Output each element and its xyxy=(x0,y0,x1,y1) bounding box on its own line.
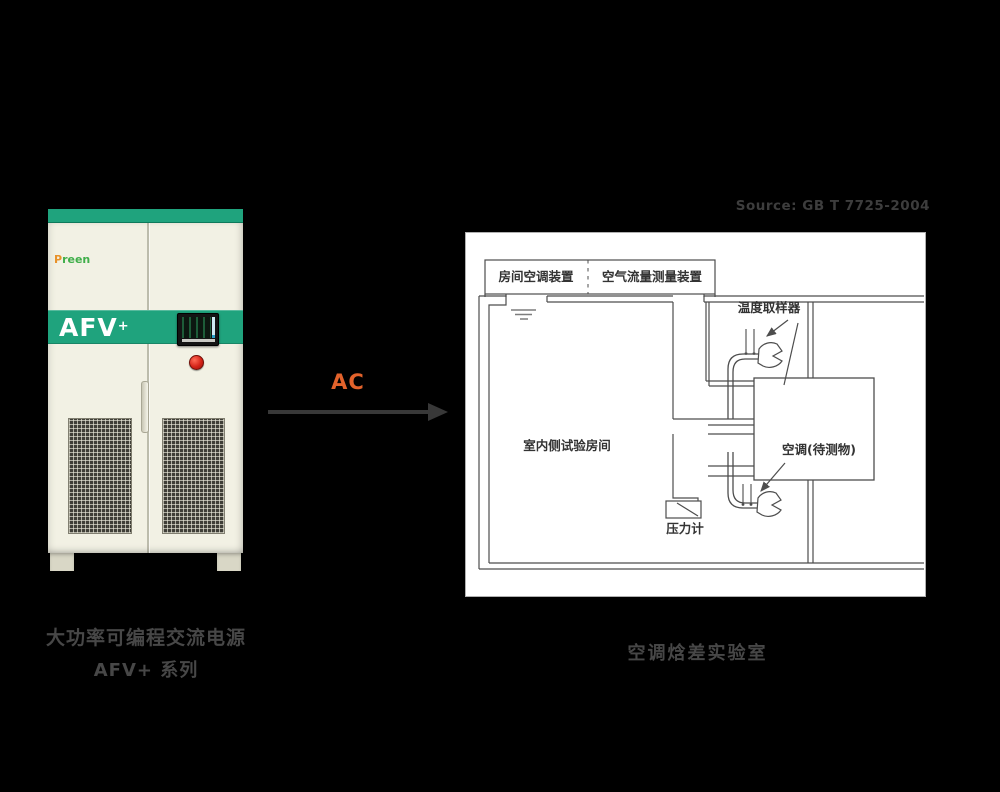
hmi-display-screen xyxy=(177,313,219,346)
screen-scrollbar xyxy=(212,317,215,338)
ac-unit-box xyxy=(753,377,875,481)
vent-grille-left xyxy=(68,418,132,534)
source-note: Source: GB T 7725-2004 xyxy=(735,198,930,214)
sampler-tubes xyxy=(727,353,759,509)
label-ac-unit: 空调(待测物) xyxy=(782,442,856,457)
screen-content xyxy=(182,317,211,338)
label-room-ac-device: 房间空调装置 xyxy=(498,269,574,284)
ac-arrow-line xyxy=(268,410,428,414)
brand-rest: reen xyxy=(62,253,91,266)
ac-connection-label: AC xyxy=(331,370,365,394)
brand-letter: P xyxy=(54,253,63,266)
label-indoor-room: 室内侧试验房间 xyxy=(523,438,611,453)
cabinet-caption-line1: 大功率可编程交流电源 xyxy=(45,627,246,649)
screen-button-bar xyxy=(182,339,215,342)
ac-arrow-head xyxy=(428,403,448,421)
label-pressure-gauge: 压力计 xyxy=(666,521,704,536)
diagram-caption: 空调焓差实验室 xyxy=(627,643,768,664)
pressure-gauge-symbol xyxy=(665,500,702,519)
cabinet-foot-right xyxy=(217,553,241,571)
enthalpy-lab-diagram: 房间空调装置 空气流量测量装置 温度取样器 室内侧试验房间 空调(待测物) 压力… xyxy=(465,232,926,597)
ground-symbol xyxy=(511,309,536,320)
diagram-svg: 房间空调装置 空气流量测量装置 温度取样器 室内侧试验房间 空调(待测物) 压力… xyxy=(478,259,924,570)
brand-logo: Preen xyxy=(54,253,90,266)
power-cabinet: Preen AFV+ xyxy=(48,209,243,572)
cabinet-captions: 大功率可编程交流电源 AFV+ 系列 xyxy=(16,623,276,682)
sensor-dots xyxy=(741,352,756,506)
vent-grille-right xyxy=(162,418,225,534)
cabinet-foot-left xyxy=(50,553,74,571)
emergency-stop-button xyxy=(189,355,204,370)
model-sup: + xyxy=(117,319,129,334)
cabinet-top-band xyxy=(48,209,243,223)
model-label: AFV+ xyxy=(59,313,129,342)
lower-nozzle xyxy=(756,491,782,517)
door-handle xyxy=(141,381,149,433)
upper-nozzle xyxy=(757,342,783,368)
diagram-walls xyxy=(478,259,924,570)
model-text: AFV xyxy=(59,313,118,342)
sensor-sticks xyxy=(742,329,755,503)
pointer-arrows xyxy=(760,319,799,492)
label-temp-sampler: 温度取样器 xyxy=(738,300,801,315)
cabinet-caption-line2: AFV+ 系列 xyxy=(93,660,199,681)
label-air-flow-device: 空气流量测量装置 xyxy=(602,269,703,284)
